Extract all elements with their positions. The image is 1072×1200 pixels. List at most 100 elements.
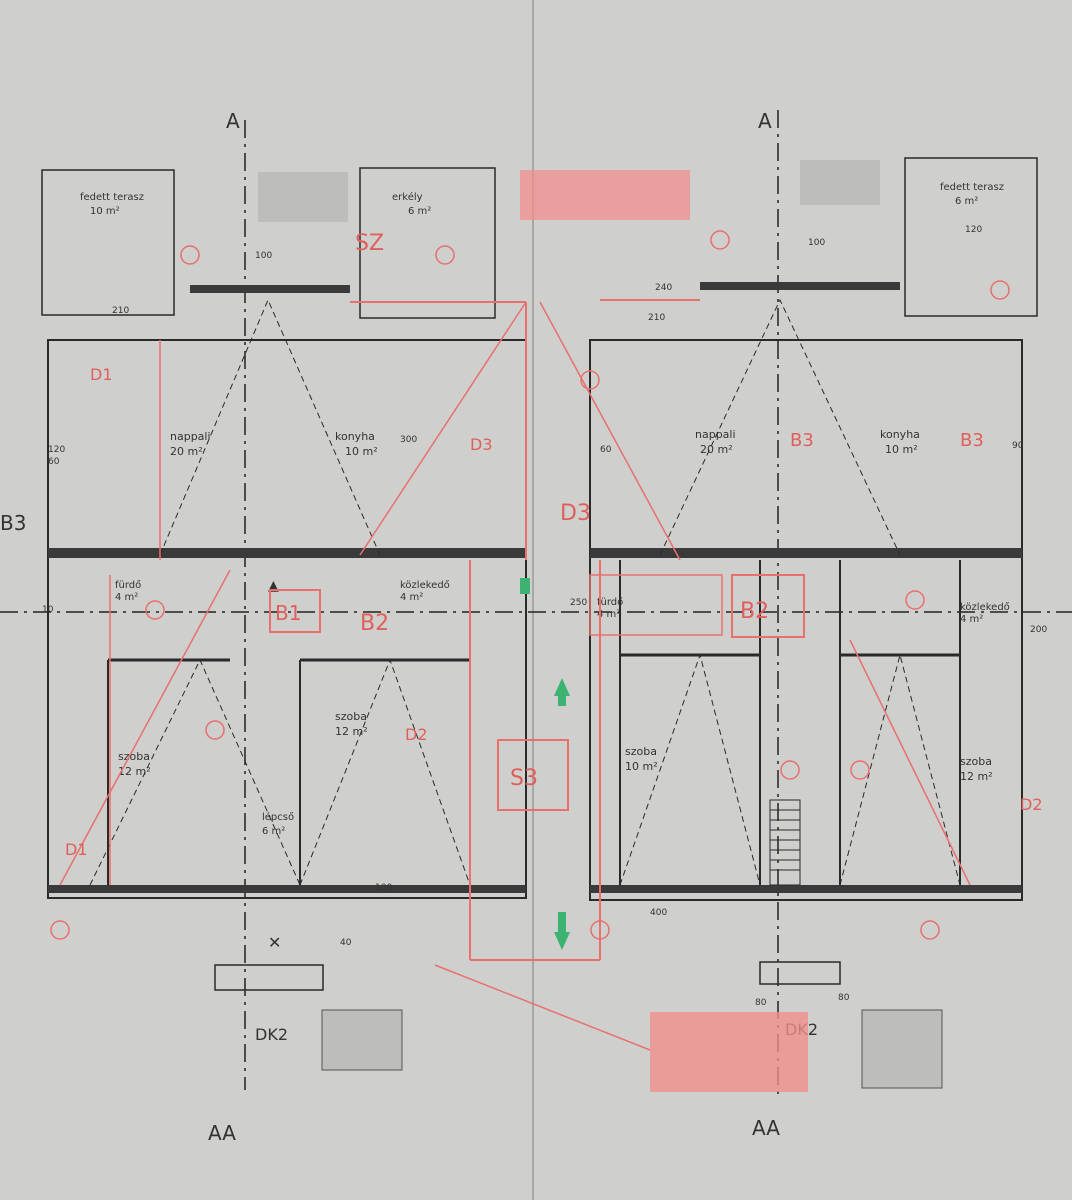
red-box-bath-right: [589, 574, 723, 636]
terrace-left-area: 10 m²: [90, 206, 120, 217]
red-note-top: [520, 170, 690, 220]
right-kitchen-name: konyha: [880, 428, 920, 441]
right-mid-wall: [590, 548, 1022, 558]
red-box-right: [731, 574, 805, 638]
left-bottom-wall: [48, 885, 526, 893]
left-entry-mark: ✕: [268, 933, 281, 952]
left-living-name: nappali: [170, 430, 211, 443]
terrace-right-title: fedett terasz: [940, 182, 1004, 193]
dim-100-bottom: 100: [375, 883, 392, 893]
label-b2-right: B2: [740, 599, 769, 624]
left-room2-name: szoba: [335, 710, 367, 723]
right-legend-box: [861, 1009, 943, 1089]
right-hall-area: 4 m²: [960, 614, 983, 625]
dim-400: 400: [650, 908, 667, 918]
svg-text:A: A: [758, 109, 772, 133]
dim-40: 40: [340, 938, 352, 948]
dim-100-right: 100: [808, 238, 825, 248]
right-unit: fedett terasz 6 m² nappali 20 m² konyha …: [589, 157, 1038, 1089]
right-living-area: 20 m²: [700, 443, 733, 456]
dim-250: 250: [570, 598, 587, 608]
terrace-left: [41, 169, 175, 316]
label-d3: D3: [560, 501, 591, 526]
terrace-middle-area: 6 m²: [408, 206, 431, 217]
right-living-name: nappali: [695, 428, 736, 441]
dim-120-left: 120: [48, 445, 65, 455]
dim-60-left: 60: [48, 457, 60, 467]
terrace-left-title: fedett terasz: [80, 192, 144, 203]
left-outer-wall: [47, 339, 527, 899]
dim-200: 200: [1030, 625, 1047, 635]
left-hall-name: közlekedő: [400, 579, 450, 591]
right-entry-step: [759, 961, 841, 985]
dimension-annotations: 100 100 120 60 60 90 120 210 210 200 400…: [42, 225, 1047, 1008]
left-bath-name: fürdő: [115, 579, 141, 591]
left-living-area: 20 m²: [170, 445, 203, 458]
dim-120-right: 120: [965, 225, 982, 235]
dim-60-right: 60: [600, 445, 612, 455]
label-b1-left: B1: [275, 601, 301, 625]
label-b2-left: B2: [360, 611, 389, 636]
right-top-legend-box: [800, 160, 880, 205]
green-arrow-down: [554, 912, 570, 950]
right-kitchen-area: 10 m²: [885, 443, 918, 456]
right-staircase: [769, 799, 801, 886]
left-hall-area: 4 m²: [400, 592, 423, 603]
left-unit: fedett terasz 10 m² erkély 6 m² nappali …: [41, 167, 527, 1071]
terrace-right: [904, 157, 1038, 317]
left-mid-wall: [48, 548, 526, 558]
right-room1-name: szoba: [625, 745, 657, 758]
dim-90-right: 90: [1012, 441, 1024, 451]
dim-210-right: 210: [648, 313, 665, 323]
red-markup-overlay: S3 B1 B2 B2 B3 B3 D3 D2 D1 D1 D2 SZ D3: [50, 170, 1043, 1092]
left-room1-area: 12 m²: [118, 765, 151, 778]
terrace-right-area: 6 m²: [955, 196, 978, 207]
label-b3-right: B3: [790, 430, 814, 451]
label-d2: D2: [405, 725, 428, 744]
left-staircase-area: 6 m²: [262, 826, 285, 837]
dim-10: 10: [42, 605, 54, 615]
left-room2-area: 12 m²: [335, 725, 368, 738]
section-line-horizontal: B3: [0, 511, 1072, 613]
left-top-wall: [190, 285, 350, 293]
right-room2-area: 12 m²: [960, 770, 993, 783]
green-marker: [520, 578, 530, 594]
left-entry-step: [214, 964, 324, 991]
section-line-left: A AA: [208, 109, 246, 1145]
red-box-b1-left: [269, 589, 321, 633]
red-note-bottom: [650, 1012, 808, 1092]
left-room1-name: szoba: [118, 750, 150, 763]
label-b3-far: B3: [960, 430, 984, 451]
right-bath-area: 4 m²: [597, 609, 620, 620]
dim-300: 300: [400, 435, 417, 445]
terrace-middle-title: erkély: [392, 191, 423, 203]
label-d1-bottom: D1: [65, 840, 88, 859]
svg-text:B3: B3: [0, 511, 26, 535]
dim-80-right: 80: [838, 993, 850, 1003]
terrace-middle: [359, 167, 496, 319]
left-door-mark: ▲: [268, 578, 279, 594]
label-d3-left: D3: [470, 435, 493, 454]
right-room1-area: 10 m²: [625, 760, 658, 773]
dim-210: 210: [112, 306, 129, 316]
right-bath-name: fürdő: [597, 596, 623, 608]
left-legend-box: [321, 1009, 403, 1071]
right-room2-name: szoba: [960, 755, 992, 768]
left-kitchen-area: 10 m²: [345, 445, 378, 458]
dim-80-left: 80: [755, 998, 767, 1008]
dim-240: 240: [655, 283, 672, 293]
left-staircase-name: lépcső: [262, 811, 294, 823]
label-sz: SZ: [355, 231, 384, 256]
left-bath-area: 4 m²: [115, 592, 138, 603]
right-outer-wall: [589, 339, 1023, 901]
left-kitchen-name: konyha: [335, 430, 375, 443]
left-top-legend-box: [258, 172, 348, 222]
dim-100-left: 100: [255, 251, 272, 261]
section-line-right: A AA: [752, 109, 780, 1140]
svg-text:A: A: [226, 109, 240, 133]
green-arrows: [520, 578, 570, 950]
dak-left-label: DK2: [255, 1025, 288, 1044]
green-arrow-up: [554, 678, 570, 706]
red-box-s3: [497, 739, 569, 811]
